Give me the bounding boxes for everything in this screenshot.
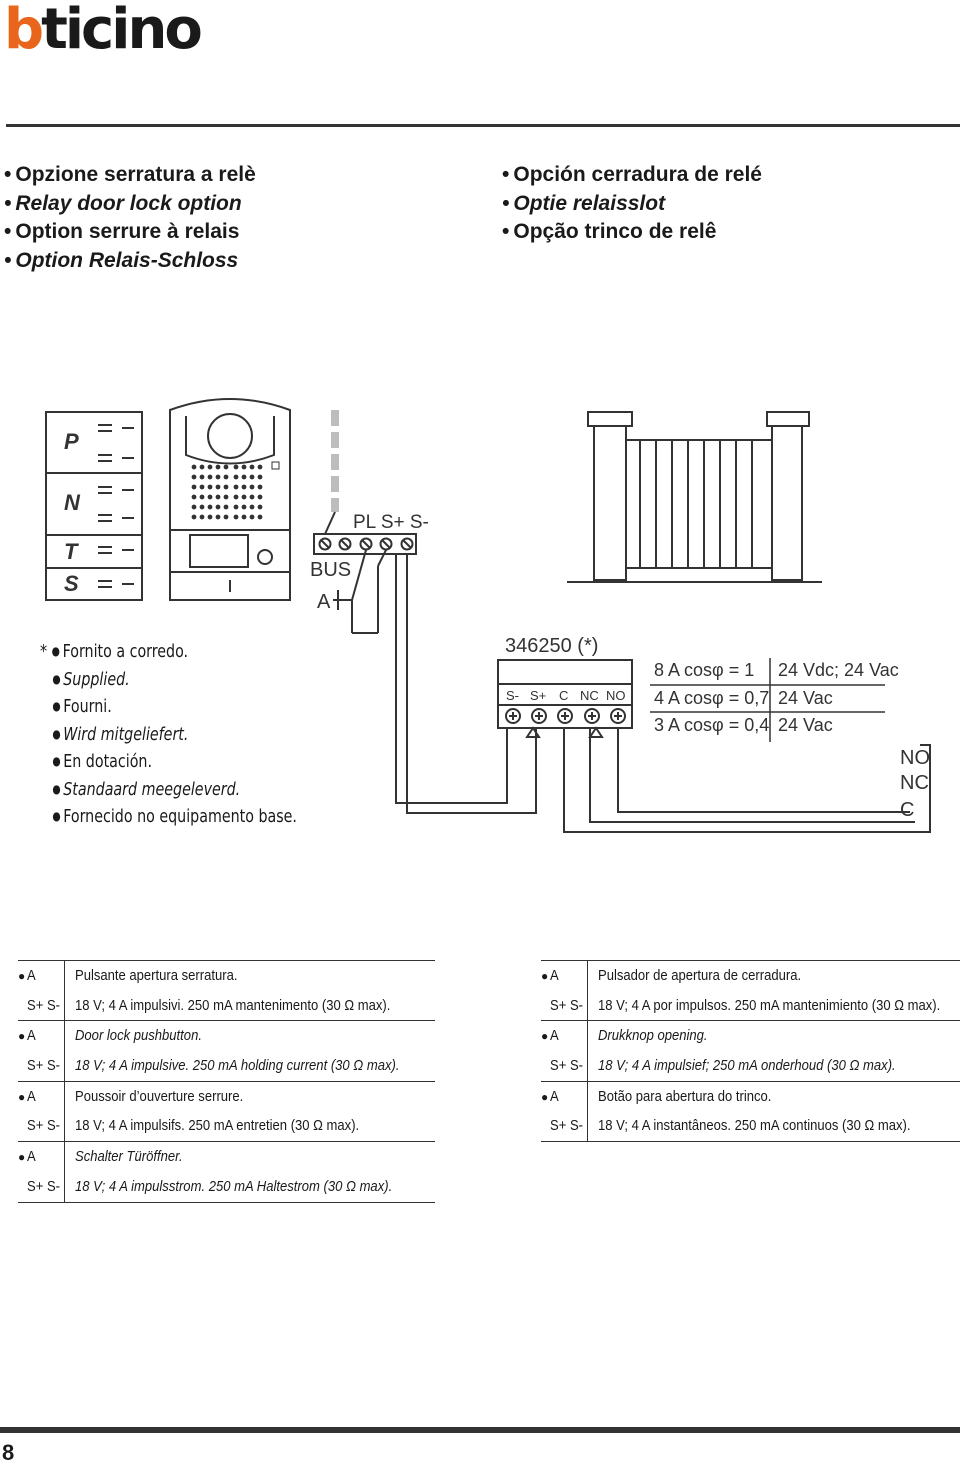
supplied-item: ●Wird mitgeliefert.: [52, 723, 189, 745]
title-pt: Opção trinco de relê: [502, 218, 762, 247]
door-pushbutton-a: [333, 549, 387, 634]
relay-terminal-label: NO: [606, 688, 626, 703]
relay-model: 346250 (*): [505, 635, 598, 657]
relay-terminal-label: NC: [580, 688, 599, 703]
titles-left: Opzione serratura a relè Relay door lock…: [4, 161, 256, 276]
call-module-panel: [45, 411, 143, 601]
title-fr: Option serrure à relais: [4, 218, 256, 247]
speaker-grille: [191, 461, 280, 520]
supplied-note: * ●Fornito a corredo. ●Supplied. ●Fourni…: [40, 638, 297, 831]
gate-icon: [567, 411, 822, 583]
rating-voltage: 24 Vac: [778, 715, 833, 735]
legend-row: S+ S-18 V; 4 A impulsive. 250 mA holding…: [18, 1051, 436, 1082]
footer-rule: [0, 1427, 960, 1433]
supplied-item: ●Supplied.: [52, 668, 130, 690]
legend-row: S+ S-18 V; 4 A impulsief; 250 mA onderho…: [541, 1051, 960, 1082]
contact-label-nc: NC: [900, 772, 929, 794]
title-en: Relay door lock option: [4, 190, 256, 219]
relay-terminal-label: S+: [530, 688, 546, 703]
relay-wires: [395, 553, 931, 833]
bus-label: BUS: [310, 559, 351, 581]
bticino-logo: bticino: [4, 0, 203, 62]
asterisk: *: [40, 641, 48, 662]
legend-row: S+ S-18 V; 4 A por impulsos. 250 mA mant…: [541, 990, 960, 1022]
pl-label: PL S+ S-: [353, 512, 429, 533]
panel-label-n: N: [64, 490, 81, 515]
contact-label-c: C: [900, 799, 914, 821]
panel-label-s: S: [64, 571, 79, 596]
title-it: Opzione serratura a relè: [4, 161, 255, 190]
entrance-panel: [169, 398, 291, 601]
title-nl: Optie relaisslot: [502, 190, 762, 219]
rating-voltage: 24 Vdc; 24 Vac: [778, 660, 899, 680]
header-rule: [6, 124, 960, 127]
ratings-table: [650, 658, 885, 742]
page-number: 8: [2, 1440, 15, 1465]
relay-terminal-label: C: [559, 688, 568, 703]
rating-voltage: 24 Vac: [778, 688, 833, 708]
legend-row: S+ S-18 V; 4 A instantâneos. 250 mA cont…: [541, 1111, 960, 1143]
relay-module: [497, 659, 633, 738]
panel-label-t: T: [64, 539, 79, 564]
contact-label-no: NO: [900, 747, 930, 769]
panel-label-p: P: [64, 429, 79, 454]
supplied-item: ●Standaard meegeleverd.: [52, 778, 241, 800]
relay-terminal-label: S-: [506, 688, 519, 703]
title-de: Option Relais-Schloss: [4, 247, 256, 276]
rating-load: 3 A cosφ = 0,4: [654, 715, 769, 735]
supplied-item: ●Fornecido no equipamento base.: [52, 806, 297, 827]
legend-row: S+ S-18 V; 4 A impulsstrom. 250 mA Halte…: [18, 1171, 436, 1203]
titles-right: Opción cerradura de relé Optie relaisslo…: [502, 161, 762, 247]
supplied-item: * ●Fornito a corredo.: [40, 641, 189, 662]
bus-line: [331, 410, 339, 512]
title-es: Opción cerradura de relé: [502, 161, 762, 190]
legend-row: S+ S-18 V; 4 A impulsifs. 250 mA entreti…: [18, 1111, 436, 1143]
rating-load: 8 A cosφ = 1: [654, 660, 754, 680]
rating-load: 4 A cosφ = 0,7: [654, 688, 769, 708]
supplied-item: ●En dotación.: [52, 751, 152, 772]
supplied-item: ●Fourni.: [52, 696, 112, 717]
wiring-diagram: P N T S: [45, 398, 931, 833]
a-label: A: [317, 591, 331, 613]
legend-row: S+ S-18 V; 4 A impulsivi. 250 mA manteni…: [18, 990, 436, 1022]
